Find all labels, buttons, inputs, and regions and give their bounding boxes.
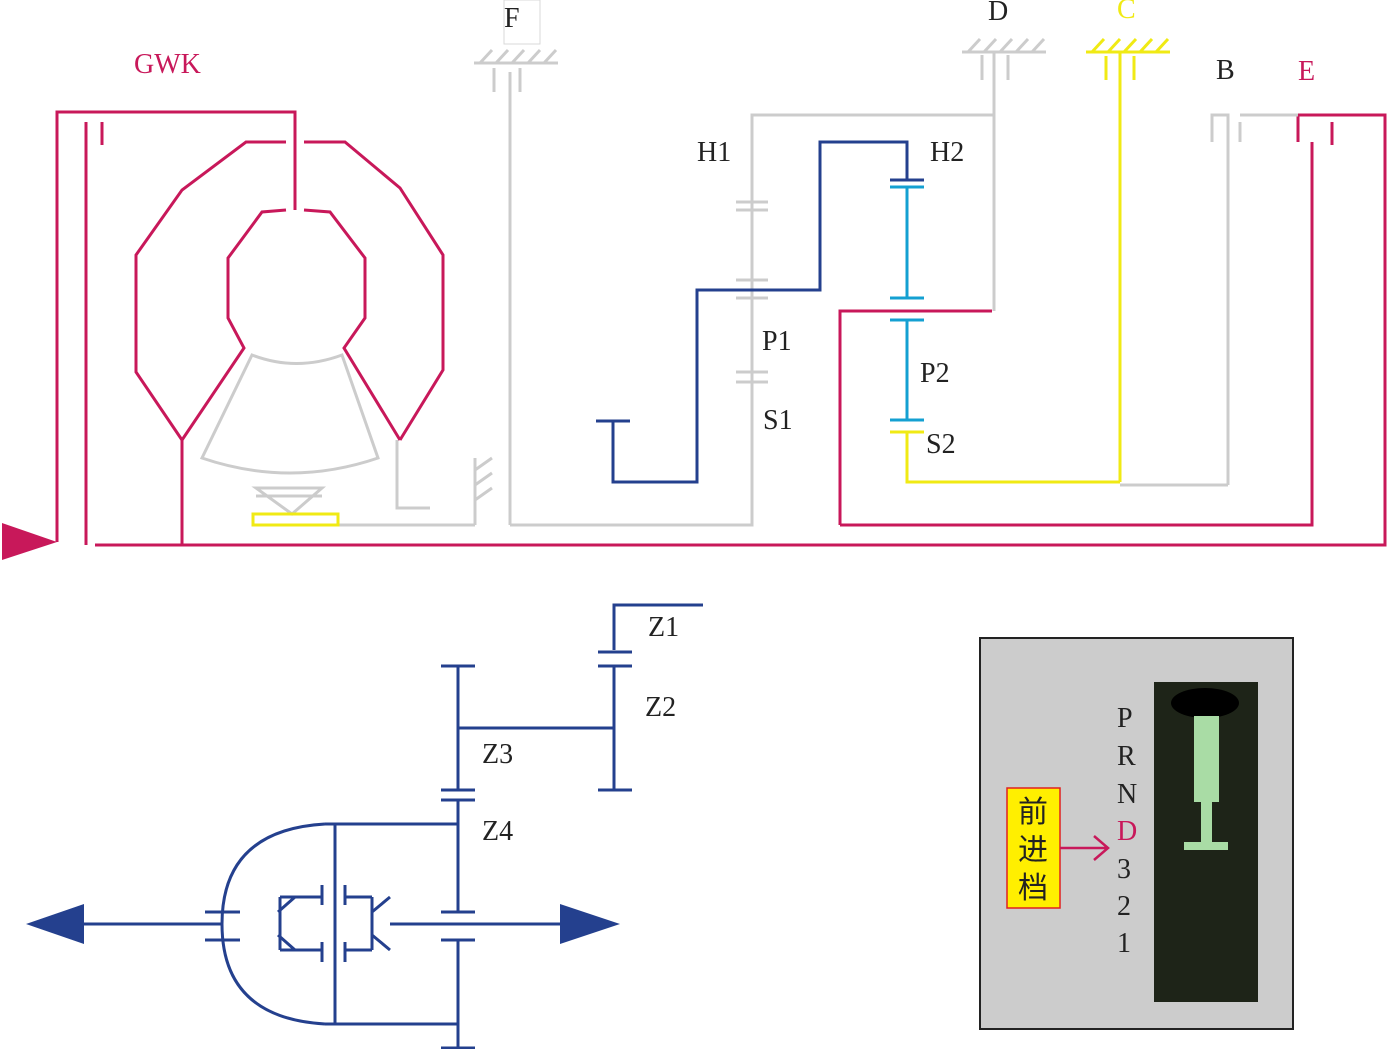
shift-lever-stem xyxy=(1201,802,1212,842)
main-output-shaft xyxy=(95,113,1387,547)
position-1: 1 xyxy=(1117,928,1131,959)
brake-f-ground xyxy=(474,48,558,65)
position-3: 3 xyxy=(1117,854,1131,885)
shift-lever-foot xyxy=(1184,842,1228,850)
callout-box xyxy=(1006,787,1061,909)
brake-c-ground xyxy=(1086,37,1170,482)
converter-inner xyxy=(180,208,402,441)
position-p: P xyxy=(1117,703,1133,734)
cyan-planet-p2 xyxy=(890,185,924,422)
pump-impeller xyxy=(251,512,340,527)
label-c: C xyxy=(1117,0,1136,25)
converter-outer xyxy=(134,140,286,545)
right-output-arrow-icon xyxy=(560,904,620,944)
label-d: D xyxy=(988,0,1008,27)
diff-housing xyxy=(220,822,458,1026)
label-p1: P1 xyxy=(762,326,792,357)
sun-gear-s2 xyxy=(890,430,1120,484)
shift-knob[interactable] xyxy=(1171,688,1239,718)
brake-b xyxy=(1120,113,1242,487)
diff-axle-left xyxy=(84,910,240,942)
crimson-linkage xyxy=(2,110,1387,560)
pump-cone xyxy=(251,486,327,516)
stator-fan xyxy=(199,353,380,475)
gwk-lockup-clutch xyxy=(55,110,297,545)
callout-char-1: 前 xyxy=(1018,796,1048,829)
brake-f-stub xyxy=(473,456,493,525)
label-z3: Z3 xyxy=(482,739,513,770)
converter-outer-right xyxy=(304,140,445,441)
callout-char-3: 档 xyxy=(1018,872,1048,905)
label-z2: Z2 xyxy=(645,692,676,723)
stator-shaft xyxy=(395,440,430,510)
label-z1: Z1 xyxy=(648,612,679,643)
position-n: N xyxy=(1117,779,1137,810)
planet-p2-upper xyxy=(890,185,924,300)
label-s1: S1 xyxy=(763,405,793,436)
label-h1: H1 xyxy=(697,137,731,168)
label-f: F xyxy=(504,3,520,34)
gear-selector-panel: P R N D 3 2 1 前 进 档 xyxy=(979,637,1294,1030)
gear-z1 xyxy=(598,603,703,654)
label-gwk: GWK xyxy=(134,49,201,80)
callout-char-2: 进 xyxy=(1018,834,1048,867)
input-shaft xyxy=(256,68,996,527)
gray-linkage xyxy=(199,37,1298,527)
diff-gears xyxy=(277,885,391,962)
label-s2: S2 xyxy=(926,429,956,460)
callout-arrow-icon xyxy=(1060,835,1110,861)
final-drive xyxy=(84,603,703,1049)
gear-z4 xyxy=(441,798,475,1049)
position-2: 2 xyxy=(1117,891,1131,922)
shift-lever-body[interactable] xyxy=(1194,716,1219,802)
planet-p2-lower xyxy=(890,318,924,422)
s1-output-shaft xyxy=(596,140,924,484)
gear-z3 xyxy=(441,664,614,792)
clutch-e-link xyxy=(838,142,1314,527)
yellow-linkage xyxy=(251,37,1170,527)
left-output-arrow-icon xyxy=(26,904,84,944)
brake-d-ground xyxy=(962,37,1046,115)
position-r: R xyxy=(1117,741,1136,772)
label-f-frame xyxy=(503,0,541,45)
label-h2: H2 xyxy=(930,137,964,168)
navy-linkage xyxy=(596,140,924,484)
position-d: D xyxy=(1117,816,1137,847)
label-p2: P2 xyxy=(920,358,950,389)
label-z4: Z4 xyxy=(482,816,513,847)
label-b: B xyxy=(1216,55,1235,86)
input-arrow-icon xyxy=(2,523,57,560)
label-e: E xyxy=(1298,56,1315,87)
gear-h1-teeth xyxy=(736,200,768,384)
